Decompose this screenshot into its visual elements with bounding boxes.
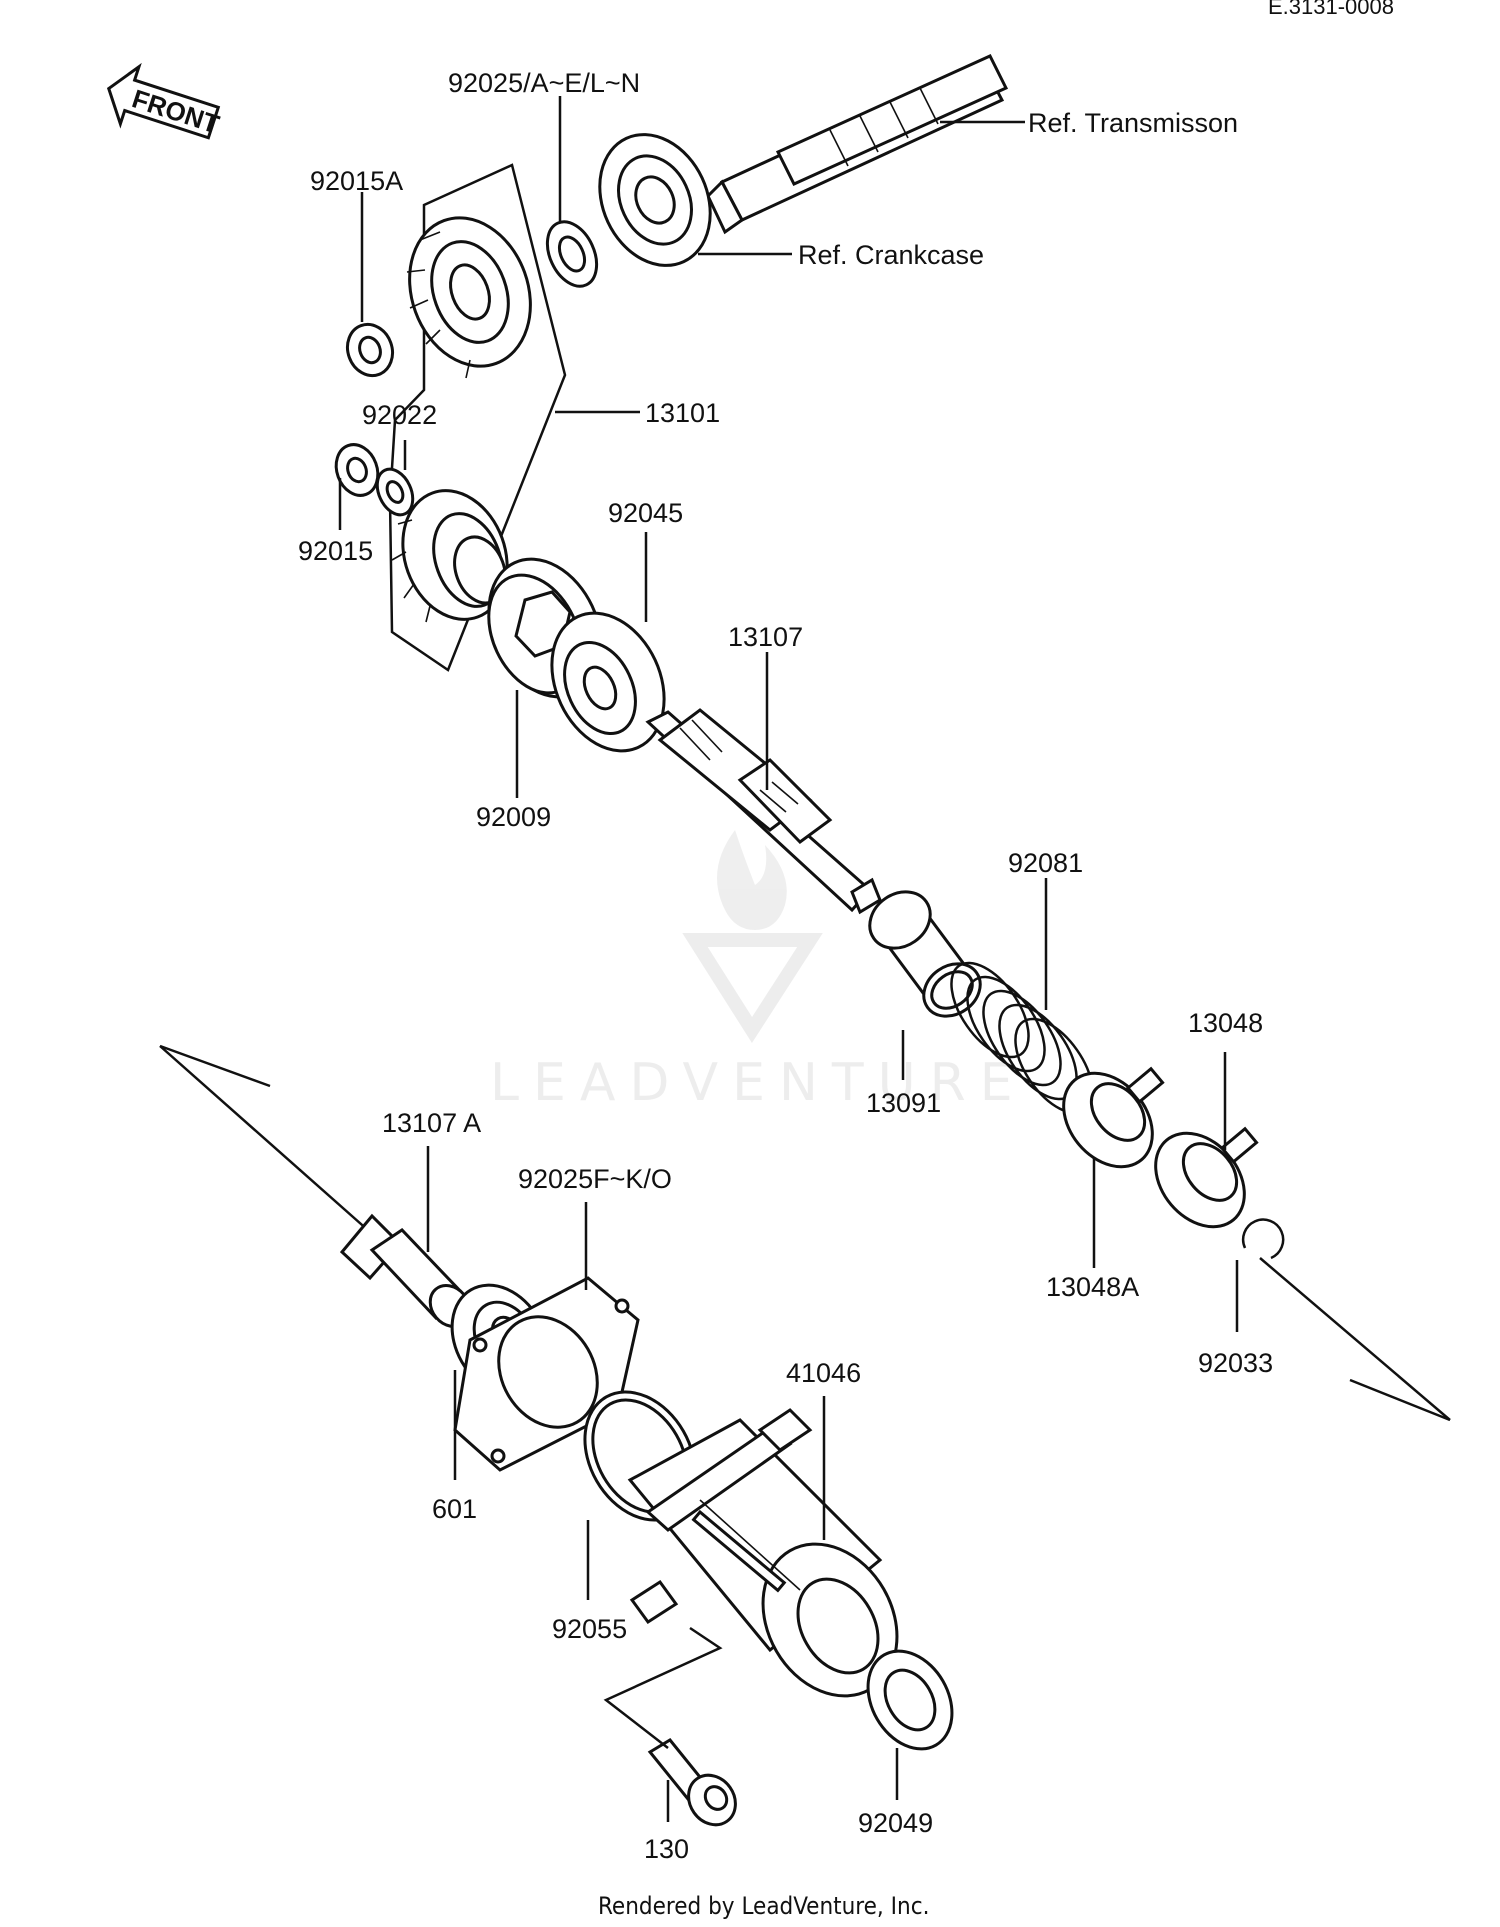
label-13107A: 13107 A	[382, 1108, 481, 1138]
crankcase-bearing	[598, 133, 712, 267]
label-ref-crankcase: Ref. Crankcase	[798, 240, 984, 270]
seal-92049	[866, 1649, 954, 1751]
watermark-text: LEADVENTURE	[490, 1053, 1027, 1113]
bearing-92045	[550, 611, 666, 753]
label-13107: 13107	[728, 622, 803, 652]
label-92025-bottom: 92025F~K/O	[518, 1164, 672, 1194]
cam-13048	[1154, 1126, 1259, 1229]
label-13101: 13101	[645, 398, 720, 428]
label-13048: 13048	[1188, 1008, 1263, 1038]
guide-line-right-tick	[1349, 1378, 1451, 1422]
label-13091: 13091	[866, 1088, 941, 1118]
label-13048A: 13048A	[1046, 1272, 1139, 1302]
transmission-shaft	[706, 54, 1009, 235]
nut-92015	[334, 443, 380, 497]
label-41046: 41046	[786, 1358, 861, 1388]
housing-41046	[627, 1408, 899, 1698]
label-92009: 92009	[476, 802, 551, 832]
circlip-92033	[1241, 1218, 1285, 1260]
front-arrow-label: FRONT	[129, 83, 224, 139]
gear-set-outline	[388, 163, 567, 672]
label-92081: 92081	[1008, 848, 1083, 878]
nut-92015A	[345, 322, 395, 378]
washer-92022	[375, 467, 415, 517]
label-ref-transmission: Ref. Transmisson	[1028, 108, 1238, 138]
output-shaft-13107	[645, 708, 882, 915]
label-92015: 92015	[298, 536, 373, 566]
bolt-130	[647, 1738, 737, 1827]
upper-bevel-gear	[406, 216, 532, 379]
label-92022: 92022	[362, 400, 437, 430]
guide-line-right	[1259, 1257, 1451, 1421]
lower-bevel-gear	[391, 489, 509, 623]
label-92015A: 92015A	[310, 166, 403, 196]
guide-line-left-tick	[159, 1044, 271, 1088]
cam-13048A	[1062, 1066, 1165, 1169]
label-92055: 92055	[552, 1614, 627, 1644]
document-code: E.3131-0008	[1268, 0, 1394, 19]
label-92033: 92033	[1198, 1348, 1273, 1378]
label-130: 130	[644, 1834, 689, 1864]
front-arrow: FRONT	[106, 62, 224, 140]
shim-92025	[545, 220, 599, 288]
watermark: LEADVENTURE	[490, 830, 1027, 1113]
sleeve-13091	[868, 890, 982, 1018]
label-601: 601	[432, 1494, 477, 1524]
label-92045: 92045	[608, 498, 683, 528]
bolt-130-leader	[603, 1626, 723, 1749]
guide-line-left	[159, 1045, 371, 1233]
footer-credit: Rendered by LeadVenture, Inc.	[598, 1892, 929, 1920]
label-92025-top: 92025/A~E/L~N	[448, 68, 640, 98]
label-92049: 92049	[858, 1808, 933, 1838]
shaft-13107A	[339, 1213, 472, 1328]
